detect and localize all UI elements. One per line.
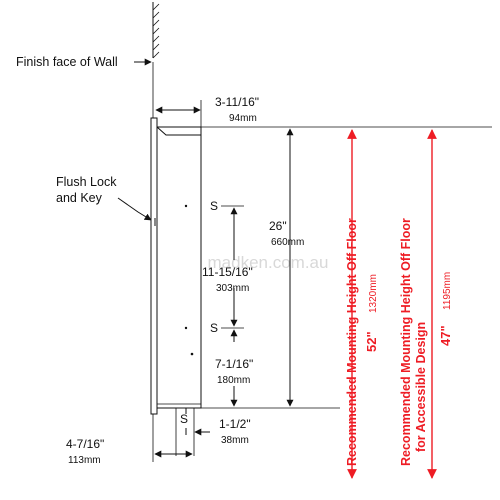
screw-bottom-mm: 180mm (217, 375, 250, 386)
height-in: 26" (269, 219, 287, 233)
accessible-in: 47" (438, 325, 453, 346)
screw-gap-in: 11-15/16" (202, 265, 253, 279)
standard-mm: 1320mm (368, 274, 379, 313)
screw-middle: S (184, 321, 244, 335)
accessible-label-2: for Accessible Design (414, 322, 428, 452)
standard-in: 52" (364, 331, 379, 352)
screw-top: S (184, 199, 244, 213)
width-mm: 113mm (68, 455, 101, 466)
svg-text:S: S (210, 199, 218, 213)
depth-mm: 94mm (229, 113, 257, 124)
flush-lock-label-1: Flush Lock (56, 175, 117, 189)
finish-wall-label: Finish face of Wall (16, 55, 118, 69)
watermark: madken.com.au (208, 253, 329, 272)
accessible-mounting-height: Recommended Mounting Height Off Floor fo… (399, 129, 453, 479)
dispenser-side-view (150, 117, 202, 415)
accessible-label-1: Recommended Mounting Height Off Floor (399, 218, 413, 466)
bottom-small-in: 1-1/2" (219, 417, 251, 431)
flush-lock-label-2: and Key (56, 191, 103, 205)
width-in: 4-7/16" (66, 437, 104, 451)
lock-icon (154, 218, 194, 356)
standard-label: Recommended Mounting Height Off Floor (345, 218, 359, 466)
screw-bottom-in: 7-1/16" (215, 357, 253, 371)
flush-lock-leader (117, 197, 152, 221)
standard-mounting-height: Recommended Mounting Height Off Floor 52… (345, 129, 379, 479)
screw-bottom-s: S (180, 412, 188, 426)
accessible-mm: 1195mm (442, 272, 453, 310)
bottom-small-mm: 38mm (221, 435, 249, 446)
screw-gap-mm: 303mm (216, 283, 249, 294)
svg-text:S: S (210, 321, 218, 335)
wall-face (152, 2, 160, 59)
height-mm: 660mm (271, 237, 304, 248)
depth-in: 3-11/16" (215, 95, 259, 109)
